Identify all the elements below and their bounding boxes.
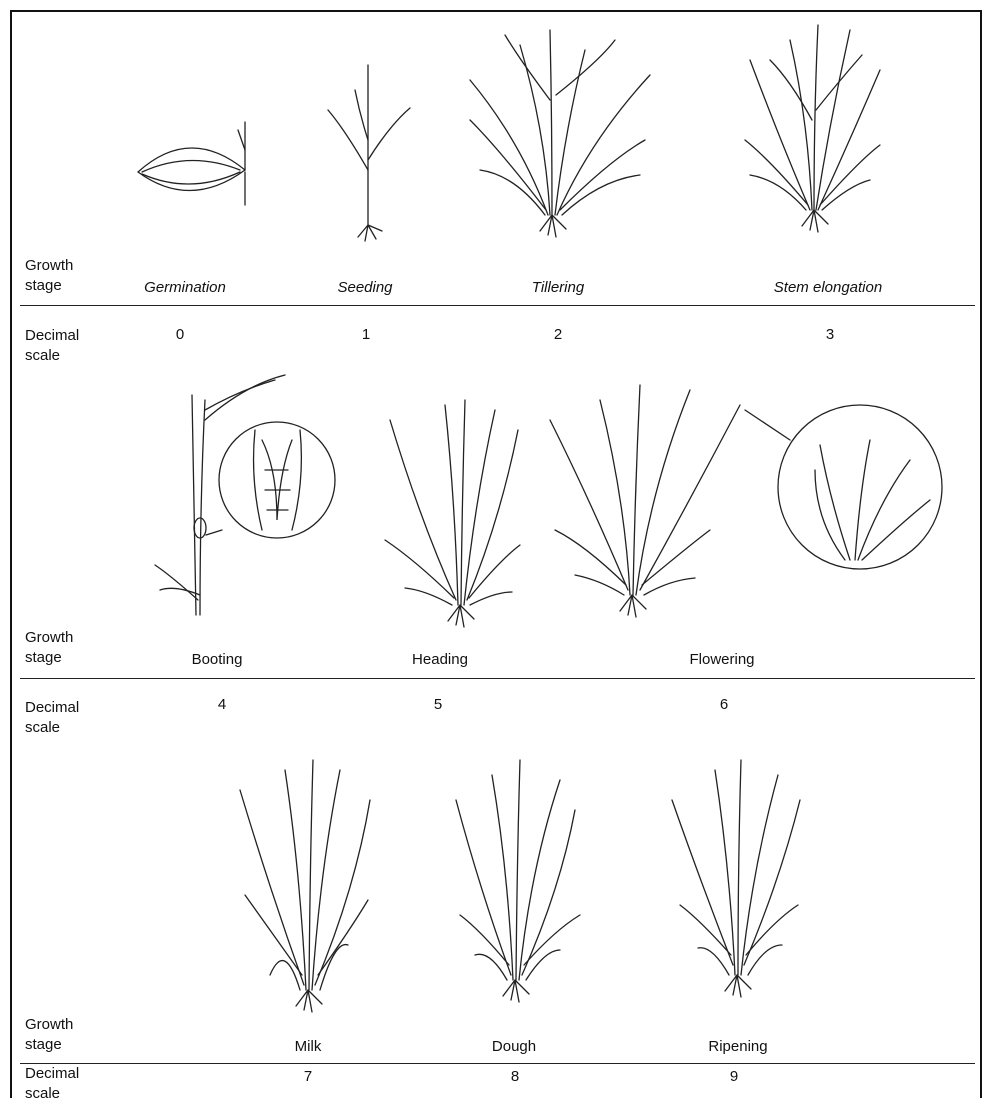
stage-flowering: Flowering	[689, 651, 754, 669]
dough-drawing	[456, 760, 580, 1002]
stage-milk: Milk	[295, 1038, 322, 1056]
tillering-drawing	[470, 30, 650, 237]
scale-value-2: 2	[554, 326, 562, 344]
scale-value-0: 0	[176, 326, 184, 344]
flowering-drawing	[550, 385, 942, 617]
stage-stem-elongation: Stem elongation	[774, 279, 882, 297]
scale-value-8: 8	[511, 1068, 519, 1086]
stage-heading: Heading	[412, 651, 468, 669]
scale-value-6: 6	[720, 696, 728, 714]
scale-value-3: 3	[826, 326, 834, 344]
scale-value-1: 1	[362, 326, 370, 344]
scale-value-9: 9	[730, 1068, 738, 1086]
decimal-scale-label-row-1: Decimalscale	[25, 326, 115, 366]
growth-stage-label-row-1: Growthstage	[25, 256, 115, 296]
decimal-scale-label-row-3: Decimalscale	[25, 1064, 115, 1104]
divider-row-2	[20, 678, 975, 679]
ripening-drawing	[672, 760, 800, 997]
heading-drawing	[385, 400, 520, 627]
divider-row-1	[20, 305, 975, 306]
scale-value-7: 7	[304, 1068, 312, 1086]
stage-dough: Dough	[492, 1038, 536, 1056]
growth-stage-label-row-2: Growthstage	[25, 628, 115, 668]
scale-value-4: 4	[218, 696, 226, 714]
booting-drawing	[155, 375, 335, 615]
stage-germination: Germination	[144, 279, 226, 297]
milk-drawing	[240, 760, 370, 1012]
stem-elongation-drawing	[745, 25, 880, 232]
germination-seed-drawing	[138, 122, 245, 205]
decimal-scale-label-row-2: Decimalscale	[25, 698, 115, 738]
stage-seeding: Seeding	[337, 279, 392, 297]
divider-row-3	[20, 1063, 975, 1064]
stage-tillering: Tillering	[532, 279, 584, 297]
scale-value-5: 5	[434, 696, 442, 714]
growth-stage-label-row-3: Growthstage	[25, 1015, 115, 1055]
stage-ripening: Ripening	[708, 1038, 767, 1056]
stage-booting: Booting	[192, 651, 243, 669]
seedling-drawing	[328, 65, 410, 241]
